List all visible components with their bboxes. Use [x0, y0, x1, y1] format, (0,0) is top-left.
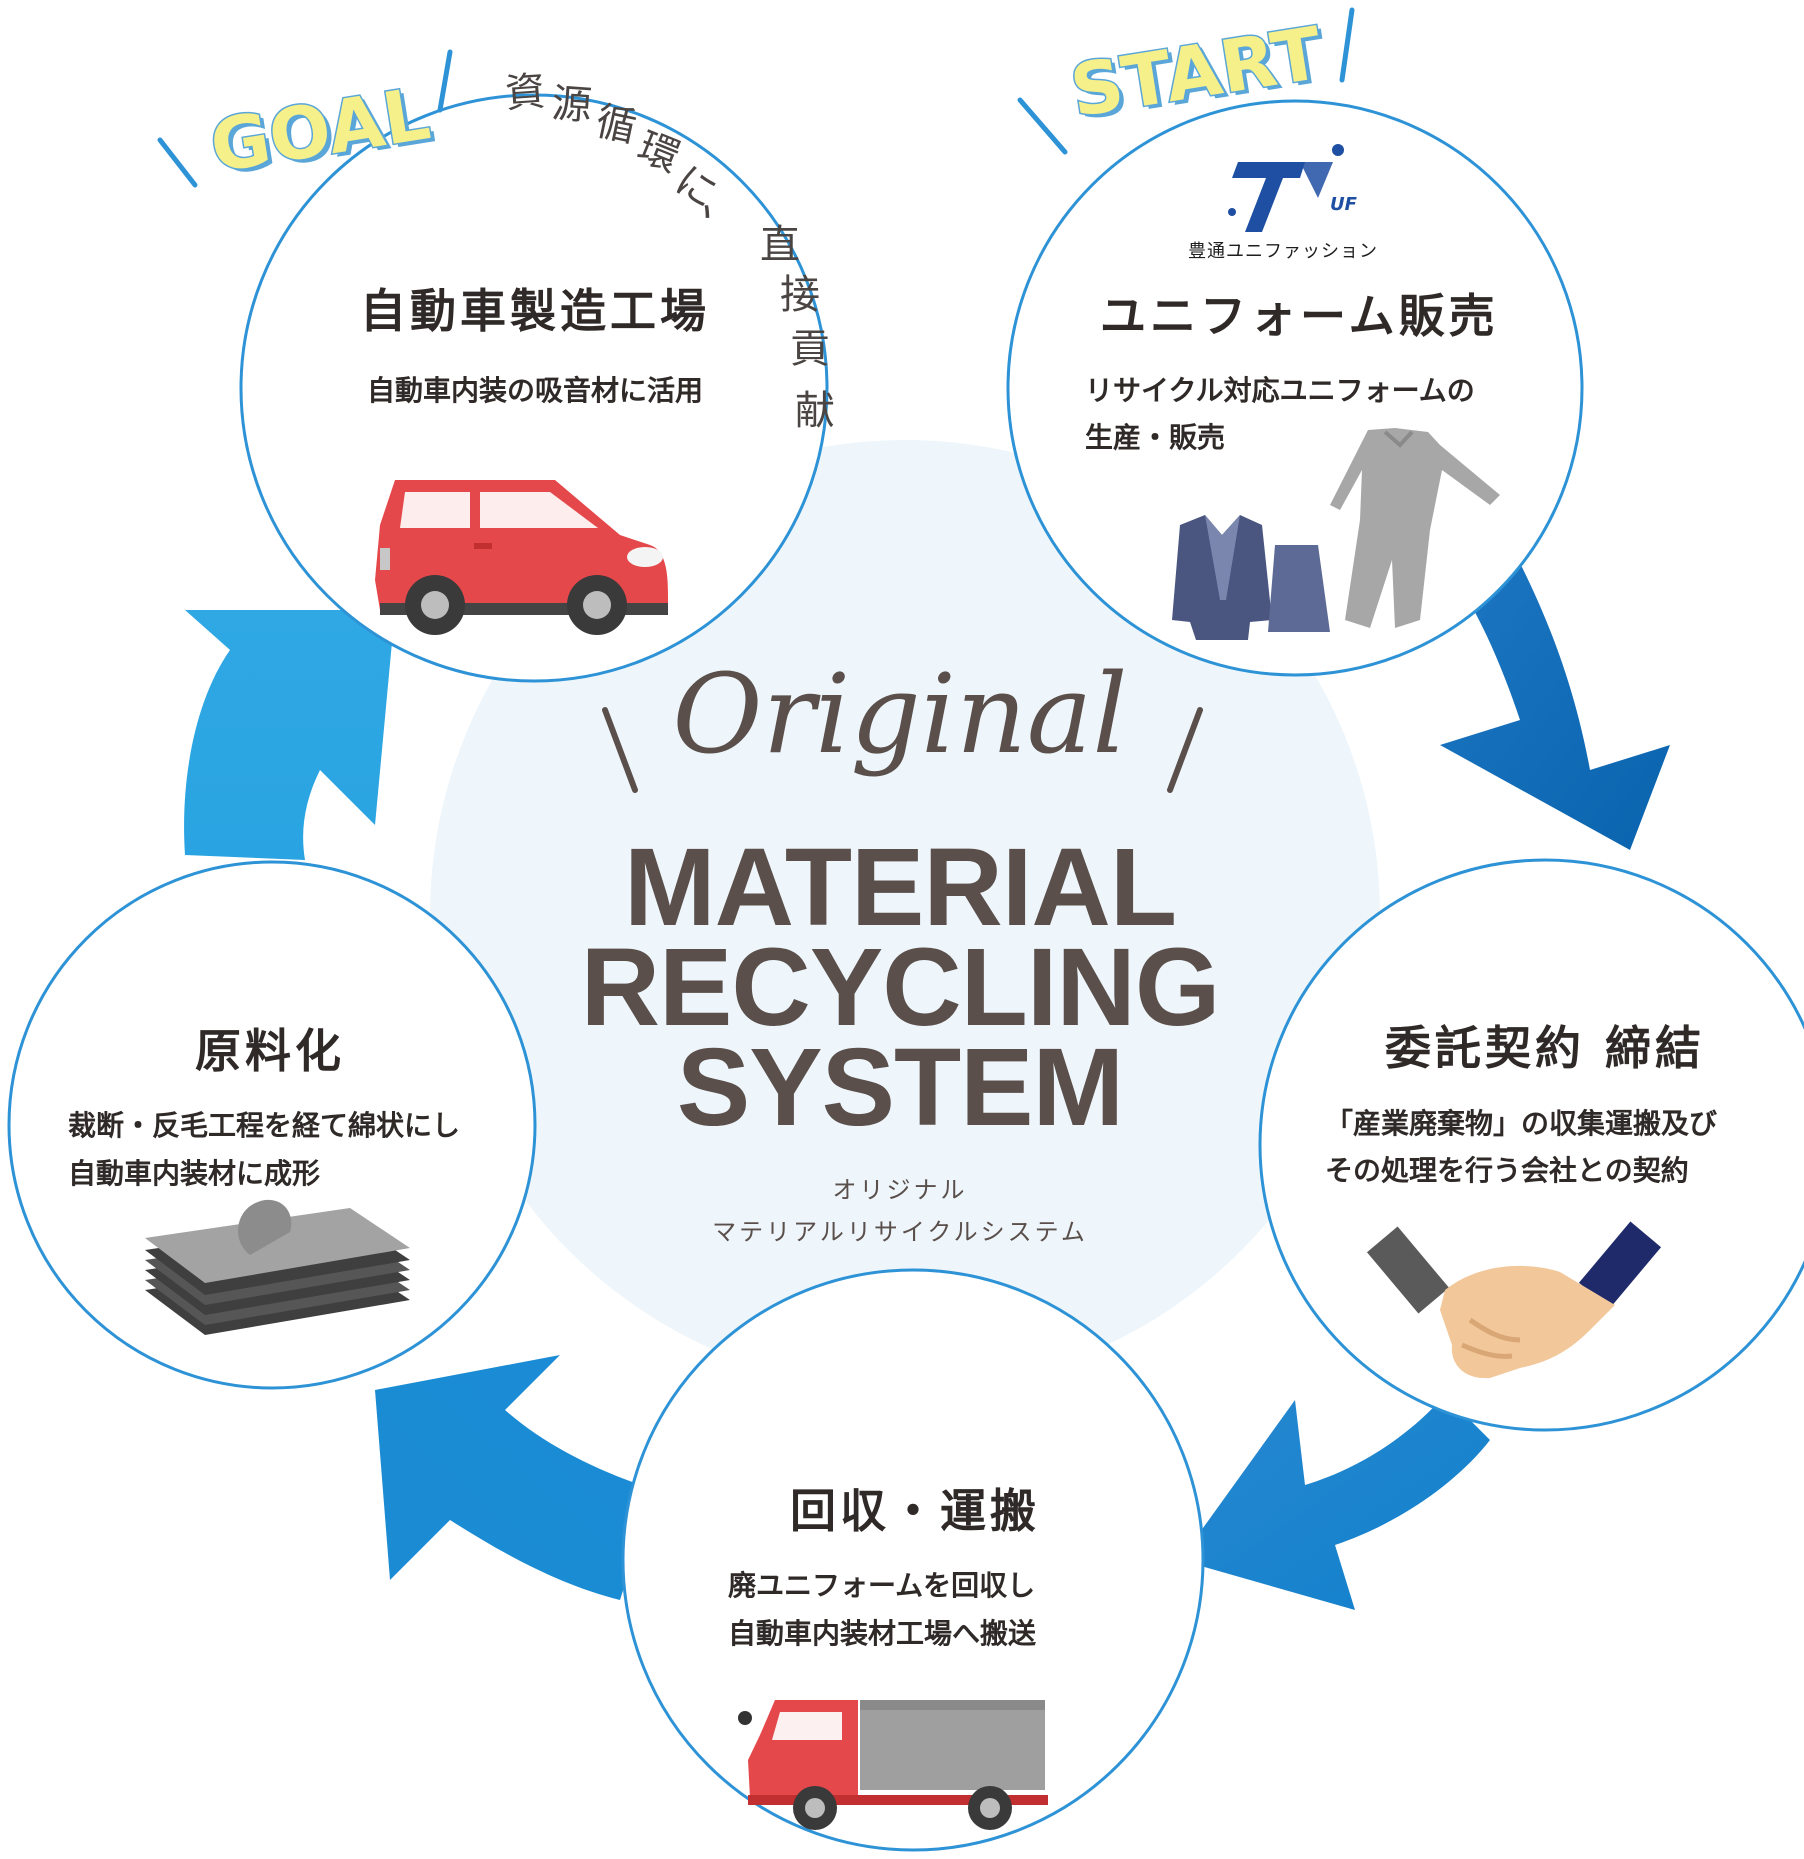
uniform-desc-line-2: 生産・販売: [1085, 421, 1226, 454]
center-title-line-3: SYSTEM: [676, 1026, 1124, 1149]
logo-mark-small: UF: [1330, 194, 1357, 215]
car-icon: [375, 480, 668, 635]
circle-uniform: [1006, 99, 1584, 677]
company-logo-mark: [1228, 144, 1344, 232]
uniform-desc-line-1: リサイクル対応ユニフォームの: [1085, 374, 1475, 407]
logo-company-name: 豊通ユニファッション: [1188, 241, 1378, 262]
contract-desc-line-1: 「産業廃棄物」の収集運搬及び: [1325, 1107, 1718, 1140]
collection-desc-line-2: 自動車内装材工場へ搬送: [728, 1617, 1037, 1650]
felt-sheets-icon: [145, 1199, 410, 1335]
collection-title: 回収・運搬: [790, 1484, 1040, 1538]
tagline-char: 資: [503, 68, 547, 118]
factory-title: 自動車製造工場: [360, 284, 710, 338]
arrow-material-to-factory: [184, 610, 395, 860]
center-subtitle-line-1: オリジナル: [832, 1176, 968, 1204]
tagline-char: 献: [795, 388, 835, 434]
center-disc: [430, 440, 1380, 1390]
material-desc-line-2: 自動車内装材に成形: [68, 1157, 321, 1190]
center-title-line-2: RECYCLING: [580, 926, 1221, 1049]
contract-desc-line-2: その処理を行う会社との契約: [1325, 1154, 1689, 1187]
tagline-char: 貢: [790, 326, 830, 372]
tagline-char: 源: [550, 80, 594, 130]
material-desc-line-1: 裁断・反毛工程を経て綿状にし: [68, 1109, 461, 1142]
uniform-icon: [1172, 428, 1500, 640]
arrow-uniform-to-contract: [1430, 525, 1670, 850]
circle-collection: [621, 1268, 1205, 1852]
original-slashes: [602, 707, 1203, 793]
material-title: 原料化: [195, 1024, 345, 1078]
factory-desc: 自動車内装の吸音材に活用: [366, 374, 703, 407]
tagline-char: 直: [760, 222, 800, 268]
center-title-line-1: MATERIAL: [623, 826, 1177, 949]
tag-slashes: [157, 7, 1355, 188]
circle-contract: [1258, 858, 1804, 1432]
handshake-icon: [1366, 1221, 1662, 1379]
collection-desc-line-1: 廃ユニフォームを回収し: [728, 1569, 1036, 1602]
contract-title: 委託契約 締結: [1384, 1021, 1705, 1075]
center-subtitle-line-2: マテリアルリサイクルシステム: [712, 1218, 1088, 1246]
tagline-char: 接: [780, 272, 820, 318]
truck-icon: [738, 1700, 1048, 1830]
arrow-contract-to-collection: [1180, 1395, 1490, 1610]
arrow-collection-to-material: [375, 1355, 655, 1600]
uniform-title: ユニフォーム販売: [1100, 289, 1499, 343]
center-script-word: Original: [672, 650, 1128, 778]
